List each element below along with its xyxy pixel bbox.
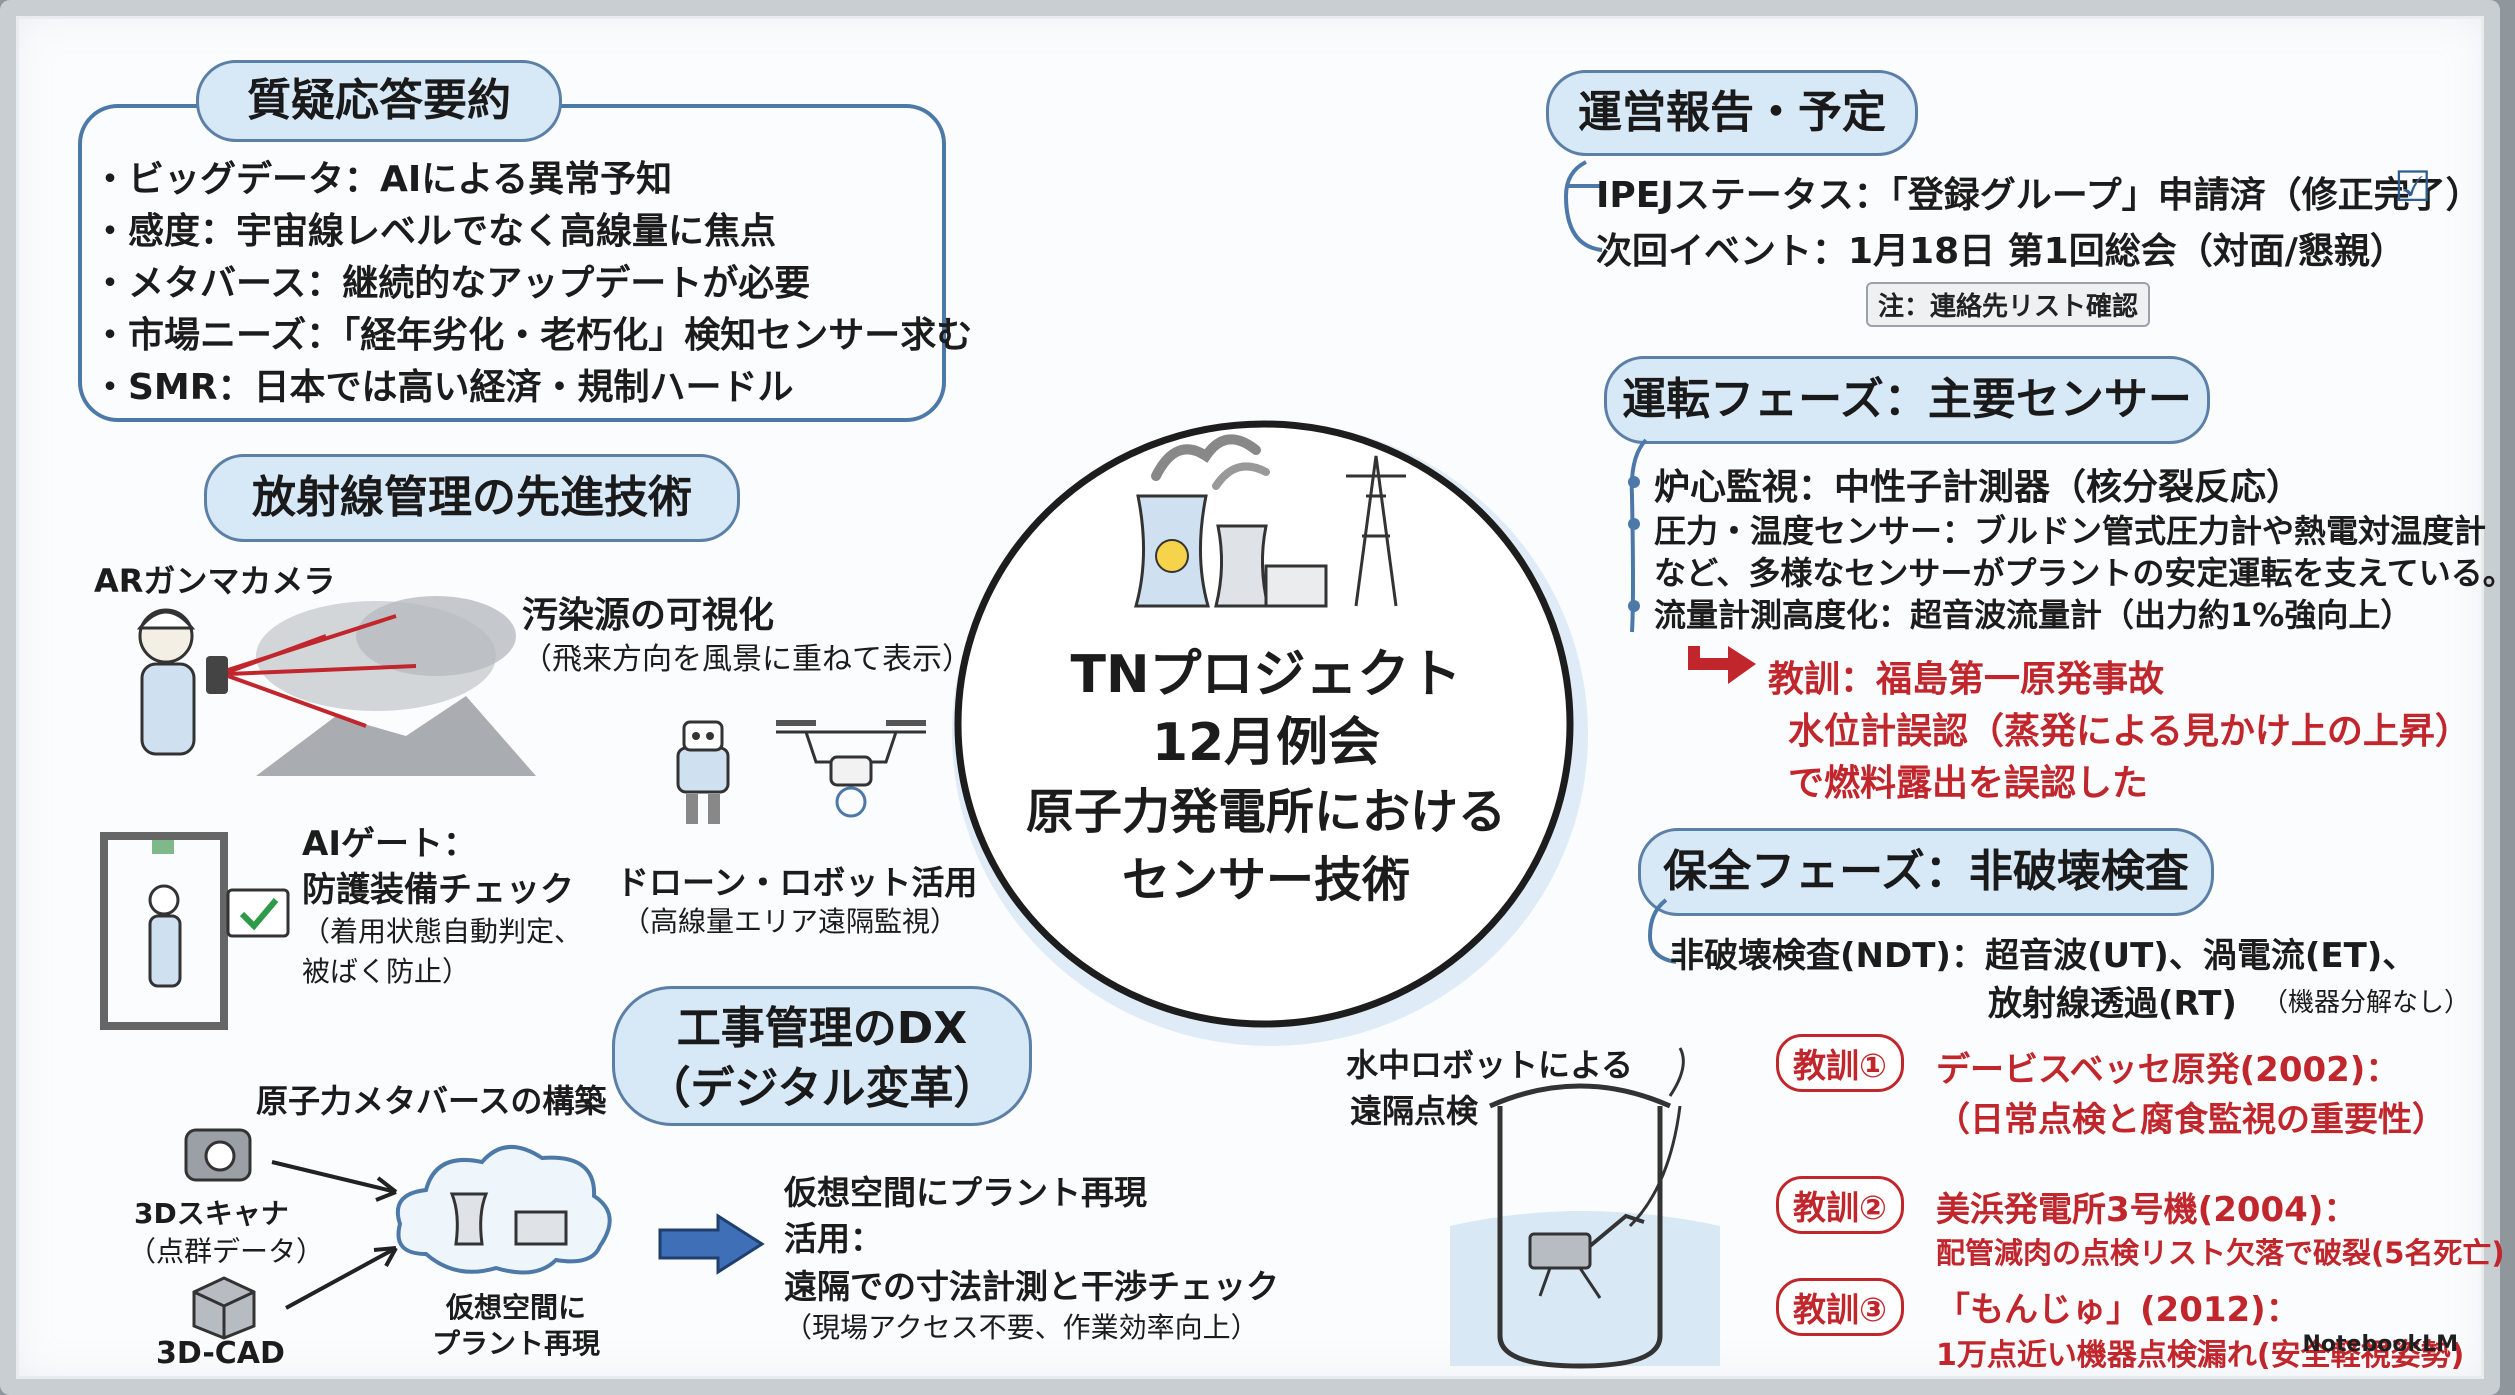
virtual-plant-cloud bbox=[395, 1144, 612, 1275]
center-line1: TNプロジェクト bbox=[1070, 645, 1462, 705]
lesson-line1: デービスベッセ原発(2002)： bbox=[1936, 1050, 2400, 1090]
cloud-label1: 仮想空間に bbox=[446, 1291, 587, 1324]
operation-lesson-line3: で燃料露出を誤認した bbox=[1788, 763, 2149, 804]
ai-gate-sub1: （着用状態自動判定、 bbox=[302, 915, 583, 948]
metaverse-label: 原子力メタバースの構築 bbox=[256, 1082, 607, 1120]
lesson-line1: 「もんじゅ」(2012)： bbox=[1936, 1290, 2300, 1330]
lesson-line2: 1万点近い機器点検漏れ(安全軽視姿勢) bbox=[1936, 1338, 2465, 1373]
check-icon: ☑ bbox=[2394, 162, 2432, 211]
lesson-line2: 配管減肉の点検リスト欠落で破裂(5名死亡) bbox=[1936, 1236, 2505, 1270]
qa-title: 質疑応答要約 bbox=[196, 60, 562, 142]
dx-result-line2: 活用： bbox=[784, 1219, 883, 1258]
operation-item3: 流量計測高度化：超音波流量計（出力約1%強向上） bbox=[1654, 596, 2413, 634]
ai-gate-sub2: 被ばく防止） bbox=[302, 955, 471, 988]
qa-item: ・ビッグデータ：AIによる異常予知 bbox=[92, 159, 673, 200]
cloud-label2: プラント再現 bbox=[432, 1327, 601, 1360]
ndt-line2: 放射線透過(RT) bbox=[1988, 984, 2237, 1024]
visualize-title: 汚染源の可視化 bbox=[522, 595, 775, 636]
drone-sub: （高線量エリア遠隔監視） bbox=[622, 905, 959, 938]
cad-label: 3D-CAD bbox=[156, 1336, 285, 1371]
robot-label1: 水中ロボットによる bbox=[1346, 1046, 1634, 1084]
ai-gate-illustration bbox=[100, 832, 290, 1030]
ops-bracket bbox=[1563, 160, 1603, 252]
qa-item: ・SMR：日本では高い経済・規制ハードル bbox=[92, 367, 794, 408]
drone-robot-illustration bbox=[676, 720, 926, 824]
dx-title-line2: （デジタル変革） bbox=[646, 1063, 998, 1114]
center-circle bbox=[952, 420, 1588, 1046]
operation-item2-line2: など、多様なセンサーがプラントの安定運転を支えている。 bbox=[1654, 554, 2515, 592]
lesson-arrow-icon bbox=[1688, 646, 1756, 684]
ai-gate-line2: 防護装備チェック bbox=[302, 870, 574, 910]
lesson-tag: 教訓③ bbox=[1776, 1278, 1904, 1336]
qa-item: ・メタバース：継続的なアップデートが必要 bbox=[92, 263, 811, 304]
dx-title-line1: 工事管理のDX bbox=[676, 1003, 968, 1054]
ar-camera-illustration bbox=[136, 596, 536, 776]
lesson-tag: 教訓② bbox=[1776, 1176, 1904, 1234]
scanner-icon bbox=[184, 1128, 252, 1182]
center-line2: 12月例会 bbox=[1151, 713, 1381, 773]
dx-result-line1: 仮想空間にプラント再現 bbox=[784, 1173, 1147, 1212]
operation-title: 運転フェーズ：主要センサー bbox=[1604, 356, 2210, 444]
notebooklm-logo: NotebookLM bbox=[2302, 1332, 2458, 1357]
dx-result-line4: （現場アクセス不要、作業効率向上） bbox=[784, 1311, 1259, 1344]
operation-bracket bbox=[1628, 438, 1648, 633]
robot-label2: 遠隔点検 bbox=[1350, 1092, 1479, 1130]
dx-result-line3: 遠隔での寸法計測と干渉チェック bbox=[784, 1267, 1279, 1306]
ops-note: 注：連絡先リスト確認 bbox=[1866, 282, 2151, 327]
ar-camera-label: ARガンマカメラ bbox=[94, 562, 336, 600]
drone-title: ドローン・ロボット活用 bbox=[616, 863, 978, 902]
lesson-tag: 教訓① bbox=[1776, 1034, 1904, 1092]
maintenance-bracket bbox=[1647, 898, 1677, 964]
visualize-sub: （飛来方向を風景に重ねて表示） bbox=[522, 642, 972, 677]
qa-item: ・市場ニーズ：「経年劣化・老朽化」検知センサー求む bbox=[92, 315, 973, 356]
ndt-note: （機器分解なし） bbox=[2262, 988, 2471, 1018]
ops-ipej: IPEJステータス：「登録グループ」申請済（修正完了） bbox=[1596, 175, 2482, 216]
scanner-sub: （点群データ） bbox=[128, 1235, 325, 1268]
ai-gate-line1: AIゲート： bbox=[302, 824, 477, 864]
operation-item1: 炉心監視：中性子計測器（核分裂反応） bbox=[1654, 467, 2303, 508]
radiation-title: 放射線管理の先進技術 bbox=[204, 454, 740, 542]
scanner-label: 3Dスキャナ bbox=[134, 1197, 289, 1230]
center-line3: 原子力発電所における bbox=[1025, 784, 1506, 840]
ops-next-event: 次回イベント：1月18日 第1回総会（対面/懇親） bbox=[1596, 231, 2406, 272]
operation-lesson-line2: 水位計誤認（蒸発による見かけ上の上昇） bbox=[1788, 711, 2471, 752]
ndt-line1: 非破壊検査(NDT)：超音波(UT)、渦電流(ET)、 bbox=[1670, 936, 2417, 976]
lesson-line1: 美浜発電所3号機(2004)： bbox=[1936, 1190, 2358, 1230]
center-line4: センサー技術 bbox=[1121, 852, 1410, 908]
operation-item2-line1: 圧力・温度センサー：ブルドン管式圧力計や熱電対温度計 bbox=[1654, 512, 2487, 550]
dx-arrows bbox=[271, 1160, 398, 1310]
qa-item: ・感度：宇宙線レベルでなく高線量に焦点 bbox=[92, 211, 777, 252]
power-plant-icon bbox=[1134, 434, 1406, 608]
ops-title: 運営報告・予定 bbox=[1546, 70, 1918, 156]
lesson-line2: （日常点検と腐食監視の重要性） bbox=[1936, 1100, 2446, 1140]
operation-lesson-line1: 教訓：福島第一原発事故 bbox=[1768, 659, 2165, 700]
maintenance-title: 保全フェーズ：非破壊検査 bbox=[1638, 828, 2214, 916]
underwater-robot-illustration bbox=[1450, 1047, 1720, 1369]
big-arrow-icon bbox=[658, 1213, 765, 1275]
dx-title: 工事管理のDX （デジタル変革） bbox=[612, 986, 1032, 1126]
cad-cube-icon bbox=[192, 1276, 256, 1340]
